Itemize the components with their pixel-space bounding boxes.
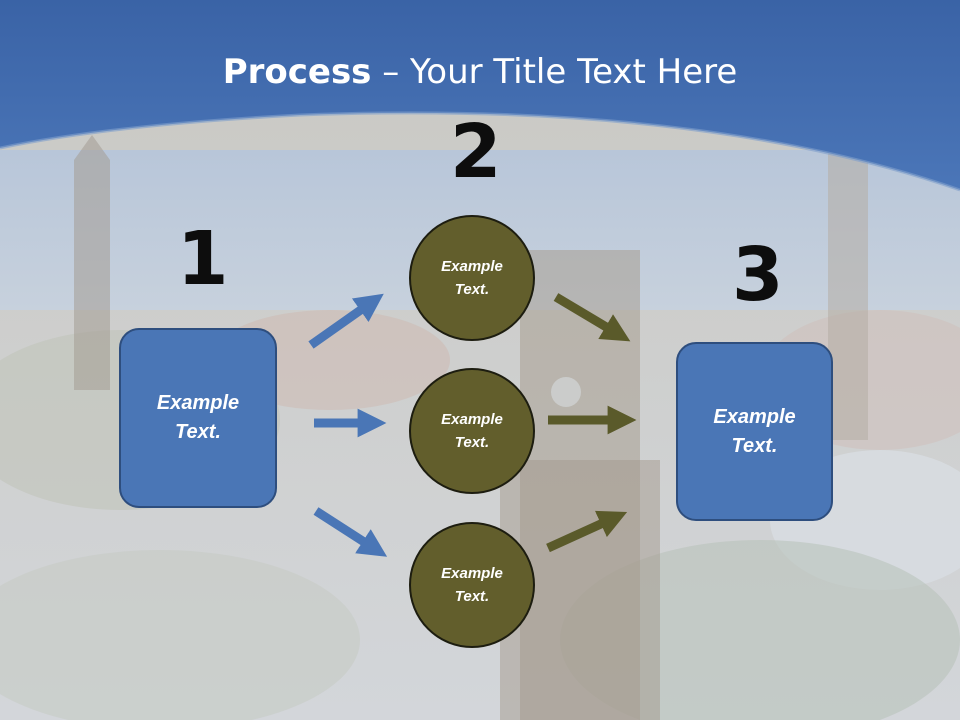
step-3-box: Example Text.: [676, 342, 833, 521]
page-title: Process – Your Title Text Here: [0, 52, 960, 92]
step-number-2: 2: [450, 109, 502, 195]
process-circle-middle: Example Text.: [409, 368, 535, 494]
step-number-3: 3: [732, 232, 784, 318]
arrow-top-to-box3: [553, 293, 631, 342]
title-rest: – Your Title Text Here: [371, 52, 738, 92]
title-bold: Process: [222, 52, 372, 92]
step-number-1: 1: [177, 216, 229, 302]
arrow-bottom-to-box3: [546, 510, 628, 553]
arrow-box1-to-top: [308, 293, 384, 349]
process-circle-top: Example Text.: [409, 215, 535, 341]
arrow-box1-to-bottom: [313, 507, 388, 557]
step-1-box: Example Text.: [119, 328, 277, 508]
process-circle-bottom: Example Text.: [409, 522, 535, 648]
